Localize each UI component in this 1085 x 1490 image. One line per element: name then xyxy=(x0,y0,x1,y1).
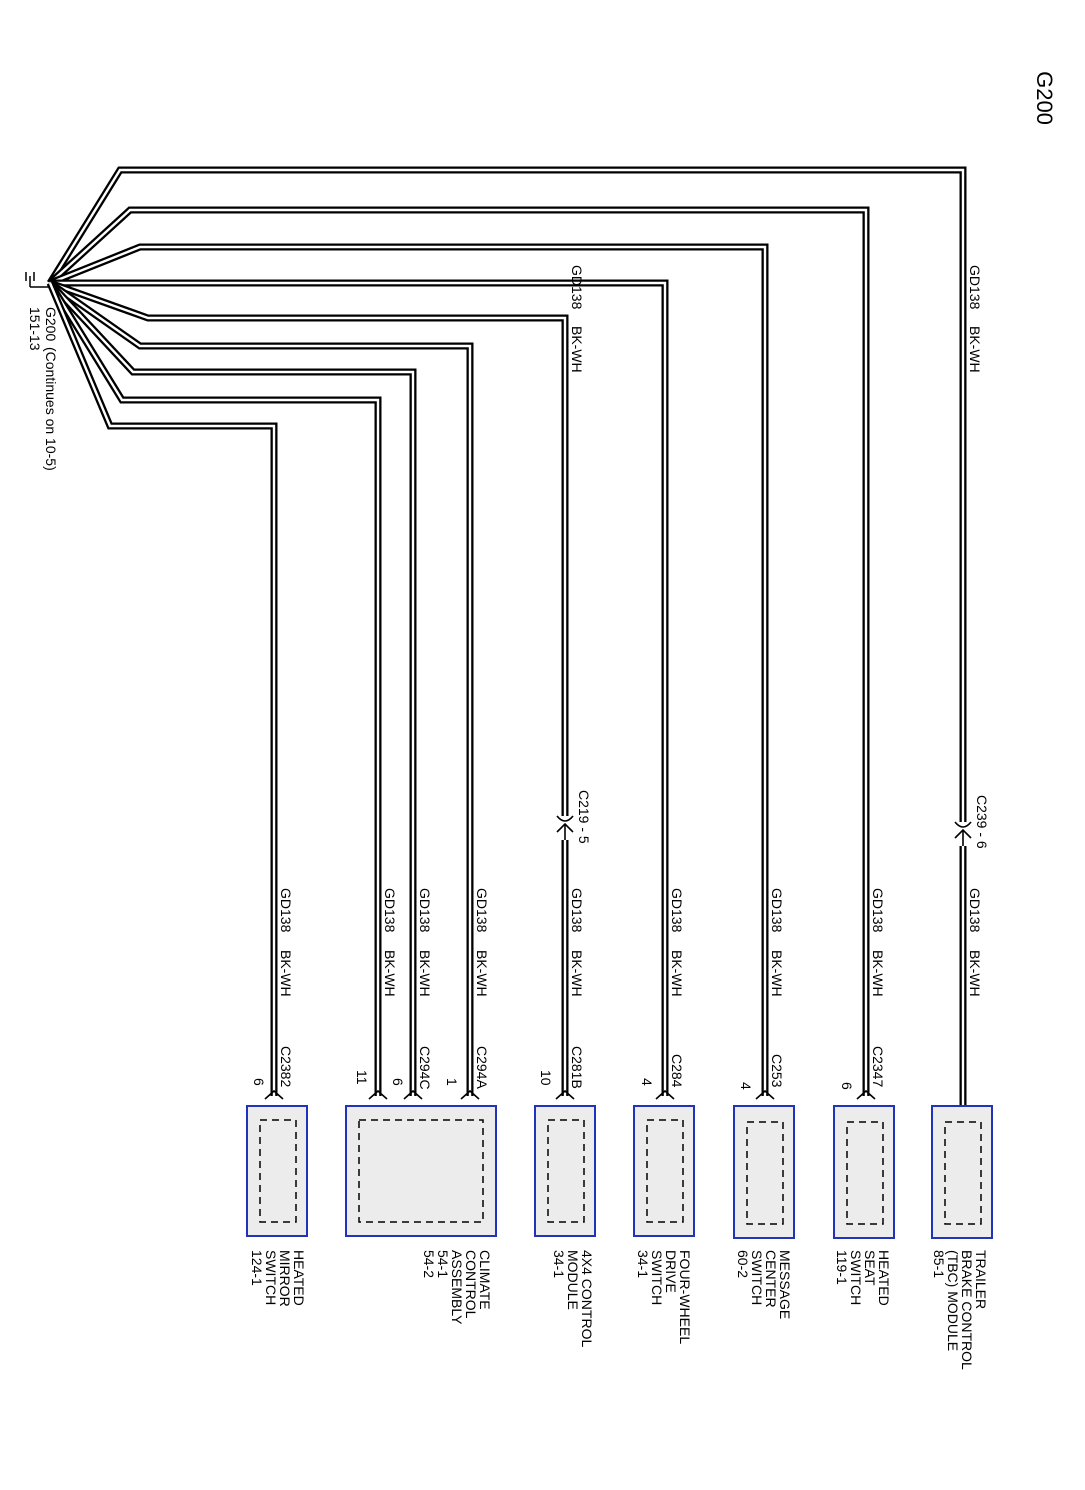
label-line: 54-1 xyxy=(435,1250,451,1278)
component-box-trailer xyxy=(931,1105,993,1239)
ground-name: G200 xyxy=(43,307,59,341)
label-line: SWITCH xyxy=(749,1250,765,1305)
ground-symbol xyxy=(25,272,50,288)
color-climate-c: BK-WH xyxy=(417,950,433,997)
connector-four-wheel-drive: C284 xyxy=(669,1054,685,1088)
label-line: SWITCH xyxy=(649,1250,665,1305)
label-line: 85-1 xyxy=(931,1250,947,1278)
label-line: SEAT xyxy=(862,1250,878,1286)
pin-four-wheel-drive: 4 xyxy=(639,1078,655,1086)
label-line: 119-1 xyxy=(834,1250,850,1285)
circuit-heated-seat: GD138 xyxy=(870,888,886,933)
wire-message-center xyxy=(48,243,769,1096)
component-label-trailer: TRAILER BRAKE CONTROL (TBC) MODULE 85-1 xyxy=(931,1250,989,1370)
component-box-four-wheel-drive xyxy=(633,1105,695,1237)
inline-label-c219: C219 - 5 xyxy=(576,790,592,844)
label-line: MIRROR xyxy=(277,1250,293,1307)
color-4x4-control: BK-WH xyxy=(569,950,585,997)
upper-color-4x4: BK-WH xyxy=(569,326,585,373)
circuit-trailer: GD138 xyxy=(967,888,983,933)
color-climate-a: BK-WH xyxy=(474,950,490,997)
component-label-4x4-control: 4X4 CONTROL MODULE 34-1 xyxy=(551,1250,595,1347)
component-box-message-center xyxy=(733,1105,795,1239)
circuit-heated-mirror: GD138 xyxy=(278,888,294,933)
upper-color-trailer: BK-WH xyxy=(967,326,983,373)
wire-climate-b xyxy=(47,281,382,1096)
pin-climate-c: 6 xyxy=(390,1078,406,1086)
color-message-center: BK-WH xyxy=(769,950,785,997)
label-line: (TBC) MODULE xyxy=(945,1250,961,1351)
component-box-climate-control xyxy=(345,1105,497,1237)
label-line: MODULE xyxy=(565,1250,581,1310)
color-four-wheel-drive: BK-WH xyxy=(669,950,685,997)
wire-4x4-control xyxy=(48,279,569,1096)
upper-circuit-4x4: GD138 xyxy=(569,265,585,310)
label-line: 124-1 xyxy=(249,1250,265,1286)
label-line: BRAKE CONTROL xyxy=(959,1250,975,1370)
inline-connector-c239 xyxy=(952,821,974,846)
label-line: CLIMATE xyxy=(477,1250,493,1310)
inline-label-c239: C239 - 6 xyxy=(974,795,990,849)
wire-heated-mirror xyxy=(46,281,278,1096)
label-line: DRIVE xyxy=(663,1250,679,1293)
pin-4x4-control: 10 xyxy=(538,1070,554,1086)
label-line: CONTROL xyxy=(463,1250,479,1319)
color-heated-mirror: BK-WH xyxy=(278,950,294,997)
ground-ref: 151-13 xyxy=(27,307,43,351)
circuit-climate-a: GD138 xyxy=(474,888,490,933)
connector-4x4-control: C281B xyxy=(569,1046,585,1089)
pin-climate-a: 1 xyxy=(444,1078,460,1086)
pin-heated-mirror: 6 xyxy=(251,1078,267,1086)
component-box-4x4-control xyxy=(534,1105,596,1237)
circuit-climate-c: GD138 xyxy=(417,888,433,933)
connector-climate-c: C294C xyxy=(417,1046,433,1090)
color-trailer: BK-WH xyxy=(967,950,983,997)
pin-connectors xyxy=(264,1089,876,1100)
connector-message-center: C253 xyxy=(769,1054,785,1088)
label-line: ASSEMBLY xyxy=(449,1250,465,1325)
label-line: MESSAGE xyxy=(777,1250,793,1319)
circuit-message-center: GD138 xyxy=(769,888,785,933)
label-line: SWITCH xyxy=(848,1250,864,1305)
component-label-four-wheel-drive: FOUR-WHEEL DRIVE SWITCH 34-1 xyxy=(635,1250,693,1344)
color-heated-seat: BK-WH xyxy=(870,950,886,997)
component-label-climate-control: CLIMATE CONTROL ASSEMBLY 54-1 54-2 xyxy=(421,1250,493,1325)
connector-heated-seat: C2347 xyxy=(870,1046,886,1087)
wire-climate-c xyxy=(47,280,417,1096)
circuit-climate-b: GD138 xyxy=(382,888,398,933)
wire-climate-a xyxy=(47,280,474,1096)
connector-heated-mirror: C2382 xyxy=(278,1046,294,1087)
wire-heated-seat xyxy=(47,206,870,1096)
label-line: CENTER xyxy=(763,1250,779,1308)
label-line: HEATED xyxy=(291,1250,307,1306)
pin-heated-seat: 6 xyxy=(839,1082,855,1090)
page-title: G200 xyxy=(1032,71,1057,125)
label-line: 4X4 CONTROL xyxy=(579,1250,595,1347)
component-box-heated-mirror xyxy=(246,1105,308,1237)
label-line: TRAILER xyxy=(973,1250,989,1309)
component-box-heated-seat xyxy=(833,1105,895,1239)
wire-four-wheel-drive xyxy=(50,279,669,1096)
wire-trailer xyxy=(47,166,967,1105)
pin-message-center: 4 xyxy=(738,1082,754,1090)
circuit-4x4-control: GD138 xyxy=(569,888,585,933)
label-line: 34-1 xyxy=(635,1250,651,1278)
upper-circuit-trailer: GD138 xyxy=(967,265,983,310)
label-line: FOUR-WHEEL xyxy=(677,1250,693,1344)
color-climate-b: BK-WH xyxy=(382,950,398,997)
connector-climate-a: C294A xyxy=(474,1046,490,1089)
label-line: 60-2 xyxy=(735,1250,751,1278)
component-label-heated-seat: HEATED SEAT SWITCH 119-1 xyxy=(834,1250,892,1306)
label-line: HEATED xyxy=(876,1250,892,1306)
circuit-four-wheel-drive: GD138 xyxy=(669,888,685,933)
inline-connector-c219 xyxy=(554,815,576,840)
ground-continues: (Continues on 10-5) xyxy=(43,347,59,471)
component-label-message-center: MESSAGE CENTER SWITCH 60-2 xyxy=(735,1250,793,1319)
label-line: 54-2 xyxy=(421,1250,437,1278)
label-line: 34-1 xyxy=(551,1250,567,1278)
pin-climate-b: 11 xyxy=(354,1070,370,1085)
label-line: SWITCH xyxy=(263,1250,279,1305)
component-label-heated-mirror: HEATED MIRROR SWITCH 124-1 xyxy=(249,1250,307,1307)
